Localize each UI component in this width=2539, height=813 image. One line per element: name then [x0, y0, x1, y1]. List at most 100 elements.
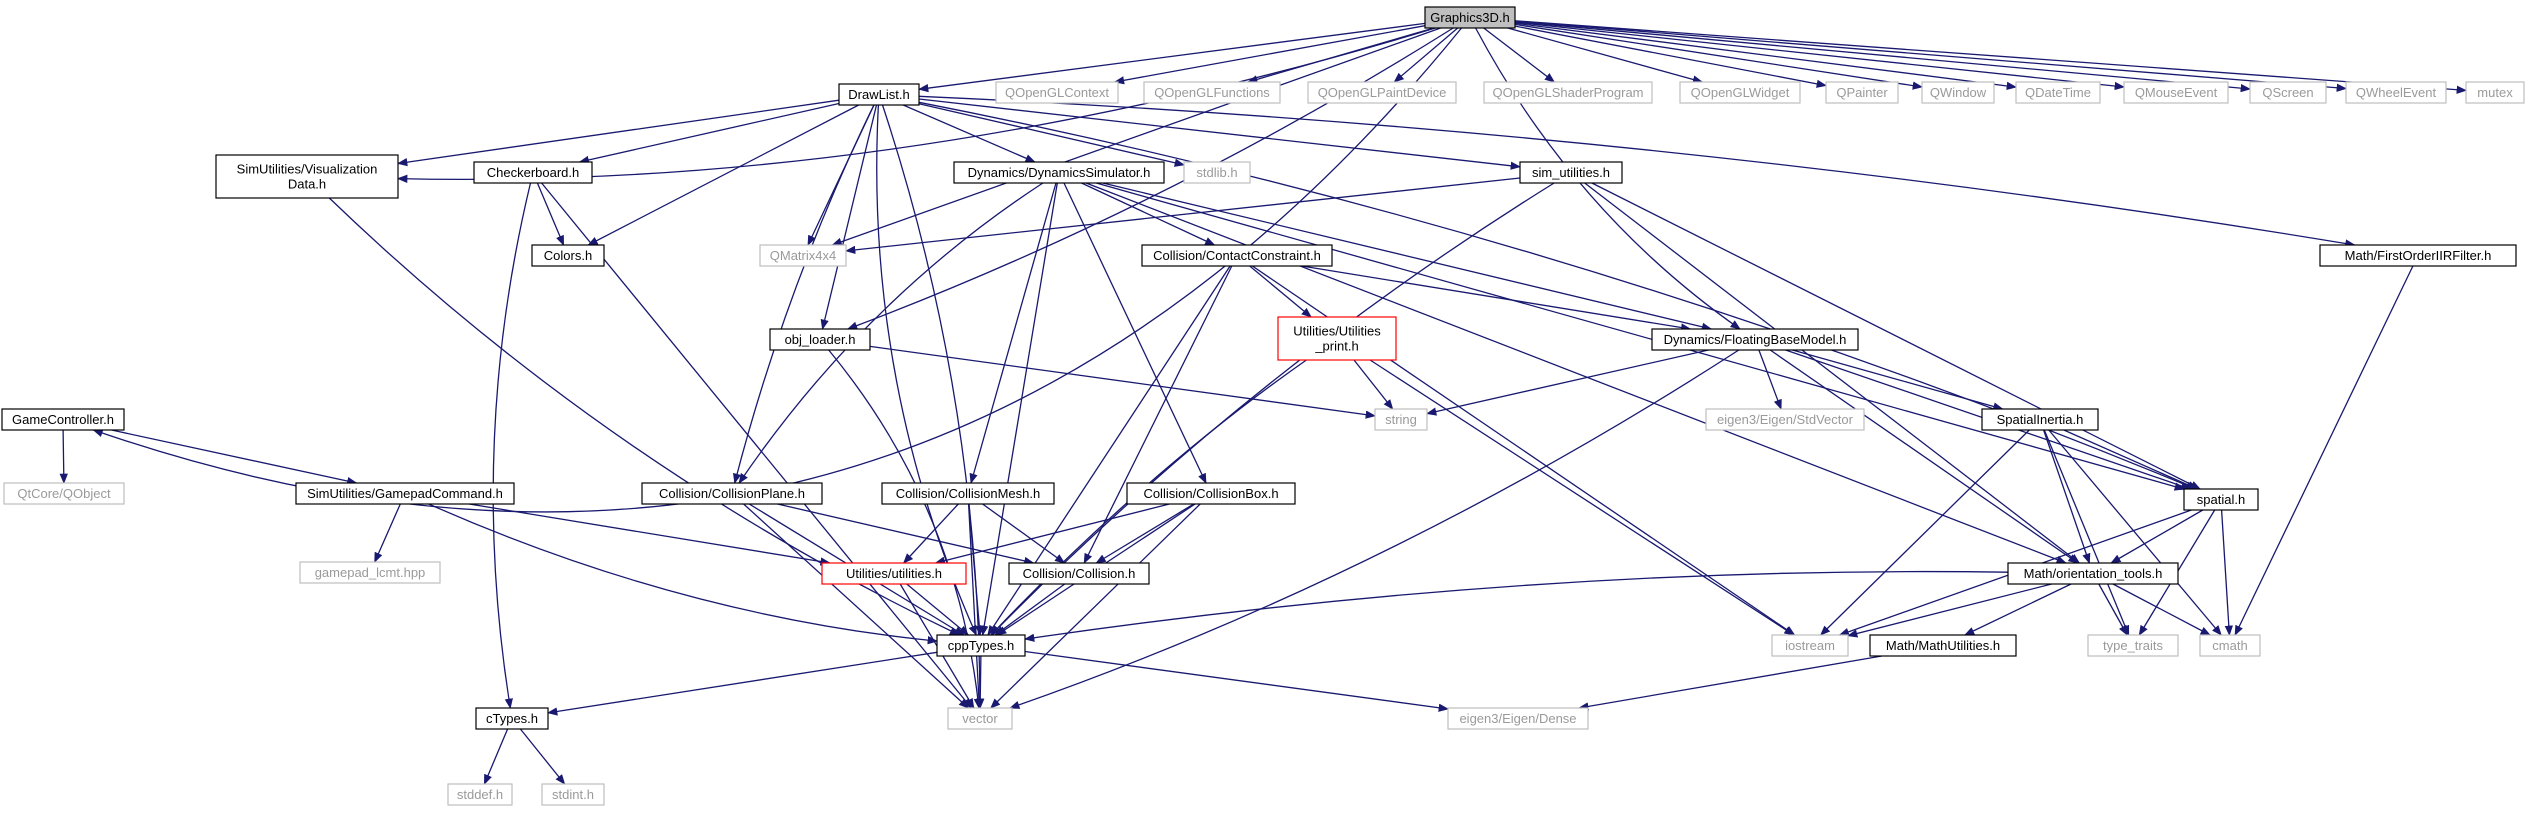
edge-drawlist-to-firstorder: [918, 95, 2356, 248]
node-floatingbase[interactable]: Dynamics/FloatingBaseModel.h: [1651, 328, 1859, 351]
edge-dynsim-to-collbox: [1063, 182, 1207, 484]
node-cpptypes[interactable]: cppTypes.h: [936, 634, 1026, 657]
node-colors[interactable]: Colors.h: [531, 244, 605, 267]
node-label: QMatrix4x4: [770, 248, 836, 263]
node-qoglctx: QOpenGLContext: [995, 81, 1119, 104]
edge-graphics3d-to-qmouse: [1514, 21, 2126, 91]
node-label: DrawList.h: [848, 87, 909, 102]
node-objloader[interactable]: obj_loader.h: [769, 328, 871, 351]
node-box: [947, 707, 1013, 730]
edge-graphics3d-to-qoglpaint: [1393, 27, 1459, 83]
edge-ctypes-to-stddef: [483, 728, 509, 785]
node-utilprint[interactable]: Utilities/Utilities_print.h: [1277, 316, 1397, 361]
node-qobject: QtCore/QObject: [3, 482, 125, 505]
edge-ctypes-to-stdint: [519, 728, 566, 785]
node-spatialinertia[interactable]: SpatialInertia.h: [1981, 408, 2099, 431]
node-label: cTypes.h: [486, 711, 538, 726]
edge-dynsim-to-collmesh: [969, 182, 1057, 485]
node-box: [473, 161, 593, 184]
node-qoglwidget: QOpenGLWidget: [1679, 81, 1801, 104]
node-gamepadcmd[interactable]: SimUtilities/GamepadCommand.h: [295, 482, 515, 505]
edge-floatingbase-to-orient: [1769, 349, 2079, 564]
node-graphics3d[interactable]: Graphics3D.h: [1424, 6, 1516, 29]
node-utilities[interactable]: Utilities/utilities.h: [821, 562, 967, 585]
node-ctypes[interactable]: cTypes.h: [475, 707, 549, 730]
node-collbox[interactable]: Collision/CollisionBox.h: [1126, 482, 1296, 505]
node-label: Collision/CollisionBox.h: [1143, 486, 1278, 501]
node-spatial[interactable]: spatial.h: [2183, 488, 2259, 511]
edge-dynsim-to-cpptypes: [980, 182, 1058, 637]
edge-gamepadcmd-to-gamepadlcmt: [374, 503, 401, 563]
node-gamecontroller[interactable]: GameController.h: [1, 408, 125, 431]
node-label: vector: [962, 711, 998, 726]
node-gamepadlcmt: gamepad_lcmt.hpp: [299, 561, 441, 584]
node-label: eigen3/Eigen/StdVector: [1717, 412, 1854, 427]
edge-orient-to-mathutil: [1963, 583, 2072, 636]
node-simutilities[interactable]: sim_utilities.h: [1519, 161, 1623, 184]
edge-graphics3d-to-mutex: [1514, 20, 2468, 94]
node-box: [1483, 81, 1653, 104]
edge-spatial-to-orient: [2110, 509, 2204, 564]
node-contact[interactable]: Collision/ContactConstraint.h: [1141, 244, 1333, 267]
node-box: [215, 154, 399, 199]
edge-utilprint-to-string: [1353, 359, 1394, 410]
node-drawlist[interactable]: DrawList.h: [838, 83, 920, 106]
node-box: [995, 81, 1119, 104]
node-box: [447, 783, 513, 806]
node-label: Math/orientation_tools.h: [2024, 566, 2163, 581]
edge-contact-to-cpptypes: [987, 265, 1231, 636]
node-label: Collision/CollisionMesh.h: [896, 486, 1041, 501]
node-box: [2007, 562, 2179, 585]
node-label: QWheelEvent: [2356, 85, 2437, 100]
node-orient[interactable]: Math/orientation_tools.h: [2007, 562, 2179, 585]
node-label: Graphics3D.h: [1430, 10, 1509, 25]
edge-firstorder-to-cmath: [2234, 265, 2414, 636]
node-label: QOpenGLContext: [1005, 85, 1109, 100]
node-collmesh[interactable]: Collision/CollisionMesh.h: [881, 482, 1055, 505]
node-mutex: mutex: [2465, 81, 2525, 104]
node-box: [1869, 634, 2017, 657]
node-checkerboard[interactable]: Checkerboard.h: [473, 161, 593, 184]
edge-utilprint-to-iostream: [1369, 359, 1795, 636]
node-box: [1141, 244, 1333, 267]
node-firstorder[interactable]: Math/FirstOrderIIRFilter.h: [2319, 244, 2517, 267]
node-label: sim_utilities.h: [1532, 165, 1610, 180]
edge-gamecontroller-to-gamepadcmd: [111, 429, 358, 486]
node-qoglfunc: QOpenGLFunctions: [1143, 81, 1281, 104]
node-label: QOpenGLShaderProgram: [1492, 85, 1643, 100]
node-label: GameController.h: [12, 412, 114, 427]
edge-collplane-to-collision: [777, 503, 1035, 565]
edge-objloader-to-string: [869, 345, 1377, 419]
edge-gamecontroller-to-qobject: [59, 429, 68, 485]
edge-graphics3d-to-qoglshader: [1483, 27, 1556, 83]
edge-contact-to-collision: [1083, 265, 1233, 564]
edge-collmesh-to-collision: [982, 503, 1066, 564]
node-label: Checkerboard.h: [487, 165, 580, 180]
node-stddef: stddef.h: [447, 783, 513, 806]
node-box: [881, 482, 1055, 505]
node-label: QtCore/QObject: [17, 486, 111, 501]
node-label: QPainter: [1836, 85, 1888, 100]
node-dynsim[interactable]: Dynamics/DynamicsSimulator.h: [953, 161, 1165, 184]
edge-contact-to-utilprint: [1249, 265, 1312, 318]
edge-checkerboard-to-vector: [541, 182, 973, 709]
node-box: [541, 783, 605, 806]
node-stdint: stdint.h: [541, 783, 605, 806]
node-box: [2087, 634, 2179, 657]
node-cmath: cmath: [2199, 634, 2261, 657]
node-box: [759, 244, 847, 267]
node-label: Math/MathUtilities.h: [1886, 638, 2000, 653]
node-label: Dynamics/FloatingBaseModel.h: [1664, 332, 1847, 347]
edge-simutilities-to-qmatrix: [844, 177, 1521, 255]
node-label: SimUtilities/GamepadCommand.h: [307, 486, 503, 501]
edge-orient-to-cpptypes: [1023, 570, 2009, 642]
node-collplane[interactable]: Collision/CollisionPlane.h: [641, 482, 823, 505]
node-mathutil[interactable]: Math/MathUtilities.h: [1869, 634, 2017, 657]
node-collision[interactable]: Collision/Collision.h: [1008, 562, 1150, 585]
edge-utilities-to-cpptypes: [906, 583, 970, 636]
node-label: eigen3/Eigen/Dense: [1459, 711, 1576, 726]
node-box: [1705, 408, 1865, 431]
node-box: [475, 707, 549, 730]
